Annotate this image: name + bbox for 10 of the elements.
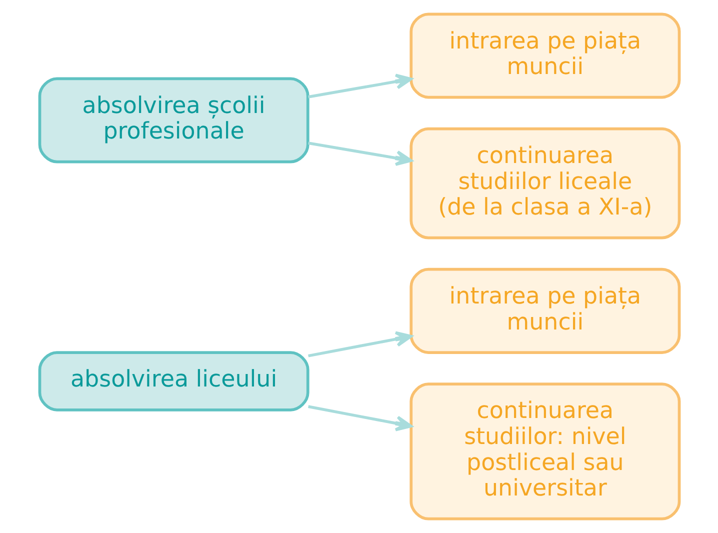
node-box: continuarea studiilor liceale (de la clasa a XI-a) xyxy=(409,127,680,240)
arrow xyxy=(308,142,412,166)
node-box: intrarea pe piața muncii xyxy=(409,268,680,354)
arrow xyxy=(308,405,412,432)
arrow xyxy=(308,74,412,98)
node-box: continuarea studiilor: nivel postliceal sau universitar xyxy=(409,382,680,520)
node-box: absolvirea școlii profesionale xyxy=(38,77,309,164)
node-box: absolvirea liceului xyxy=(38,351,309,412)
node-box: intrarea pe piața muncii xyxy=(409,12,680,99)
arrow xyxy=(308,331,412,358)
